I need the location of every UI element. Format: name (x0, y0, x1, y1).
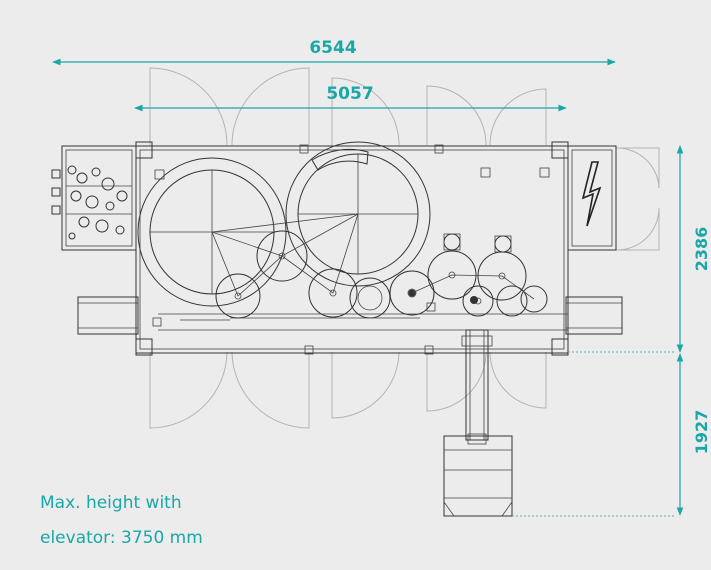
doors-right (615, 147, 660, 251)
dim-overall-length: 6544 (309, 38, 356, 58)
electrical-cabinet (567, 145, 617, 251)
dim-inner-length: 5057 (326, 84, 373, 104)
elevator (443, 329, 513, 517)
machine-frame (135, 141, 569, 356)
rollers (215, 230, 548, 319)
dimension-lines (52, 58, 684, 517)
doors-bottom (149, 351, 547, 429)
side-conveyors (77, 296, 623, 335)
high-voltage-icon (581, 161, 602, 227)
control-panel (51, 145, 137, 251)
dim-width: 2386 (692, 227, 711, 272)
height-note-line2: elevator: 3750 mm (40, 528, 203, 548)
height-note-line1: Max. height with (40, 493, 182, 513)
belt-path (180, 213, 535, 321)
doors-top (149, 67, 547, 146)
dim-elevator-extension: 1927 (692, 410, 711, 455)
